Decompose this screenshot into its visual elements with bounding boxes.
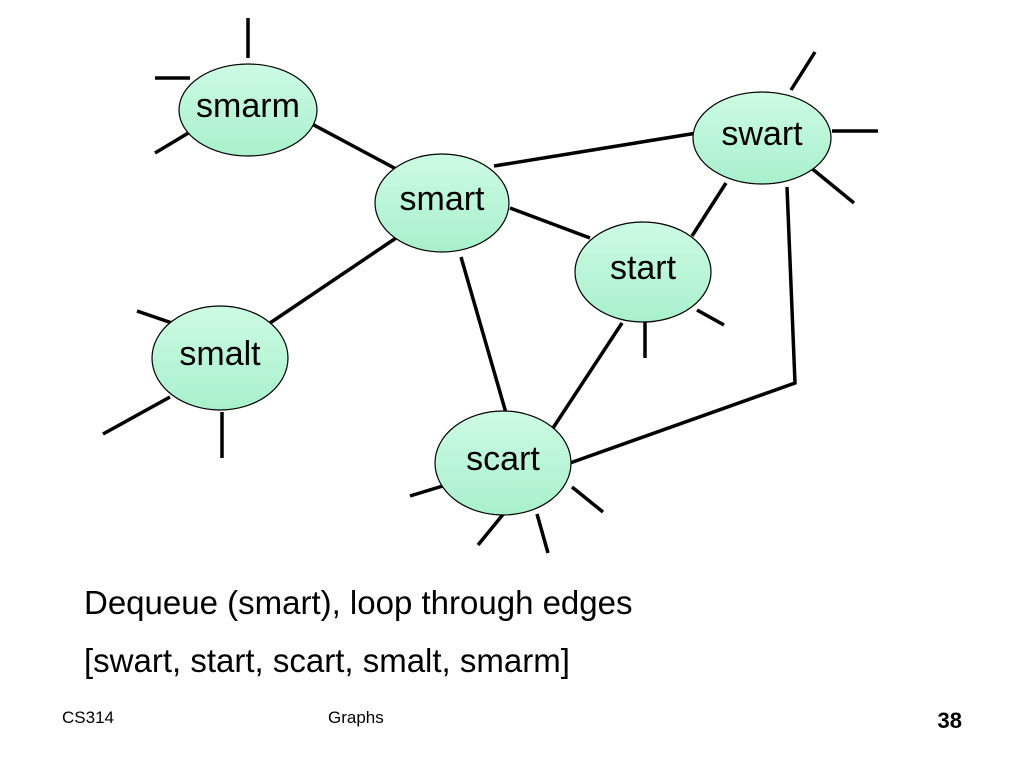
edge-smart-swart bbox=[493, 131, 698, 168]
node-smart: smart bbox=[374, 153, 510, 253]
footer-topic: Graphs bbox=[328, 708, 384, 727]
node-label: start bbox=[610, 249, 677, 287]
node-label: swart bbox=[721, 115, 803, 153]
dangling-edge bbox=[154, 130, 191, 155]
node-ellipse bbox=[151, 305, 289, 411]
dangling-edge bbox=[136, 309, 173, 325]
edge-smart-smalt bbox=[269, 236, 397, 325]
node-start: start bbox=[574, 221, 712, 323]
dangling-edges-layer bbox=[102, 18, 878, 554]
dangling-edge bbox=[789, 51, 817, 91]
dangling-edge bbox=[476, 510, 507, 547]
dangling-edge bbox=[808, 165, 856, 205]
edge-smart-start bbox=[509, 206, 591, 240]
edges-layer bbox=[269, 122, 797, 465]
node-ellipse bbox=[574, 221, 712, 323]
node-ellipse bbox=[178, 63, 318, 157]
node-ellipse bbox=[434, 410, 572, 516]
node-swart: swart bbox=[692, 91, 832, 185]
dangling-edge bbox=[570, 485, 605, 514]
nodes-layer: smarm swart smart start smalt scart bbox=[151, 63, 832, 516]
edge-smart-scart bbox=[459, 256, 508, 414]
node-smarm: smarm bbox=[178, 63, 318, 157]
node-ellipse bbox=[374, 153, 510, 253]
node-smalt: smalt bbox=[151, 305, 289, 411]
node-ellipse bbox=[692, 91, 832, 185]
edge-smarm-smart bbox=[311, 122, 399, 172]
edge-start-scart bbox=[551, 322, 624, 429]
node-label: smarm bbox=[196, 87, 300, 125]
footer-course: CS314 bbox=[62, 708, 114, 727]
edge-start-swart bbox=[690, 182, 728, 237]
dangling-edge bbox=[102, 395, 171, 436]
slide-number: 38 bbox=[937, 708, 962, 733]
node-label: smalt bbox=[179, 335, 261, 373]
edge-swart-scart bbox=[569, 186, 797, 465]
body-text-line-2: [swart, start, scart, smalt, smarm] bbox=[84, 642, 570, 679]
dangling-edge bbox=[409, 483, 447, 498]
dangling-edge bbox=[696, 308, 725, 327]
dangling-edge bbox=[535, 513, 550, 554]
body-text-line-1: Dequeue (smart), loop through edges bbox=[84, 584, 633, 621]
node-scart: scart bbox=[434, 410, 572, 516]
node-label: smart bbox=[400, 180, 486, 218]
node-label: scart bbox=[466, 440, 540, 478]
graph-diagram: smarm swart smart start smalt scart bbox=[102, 18, 878, 554]
